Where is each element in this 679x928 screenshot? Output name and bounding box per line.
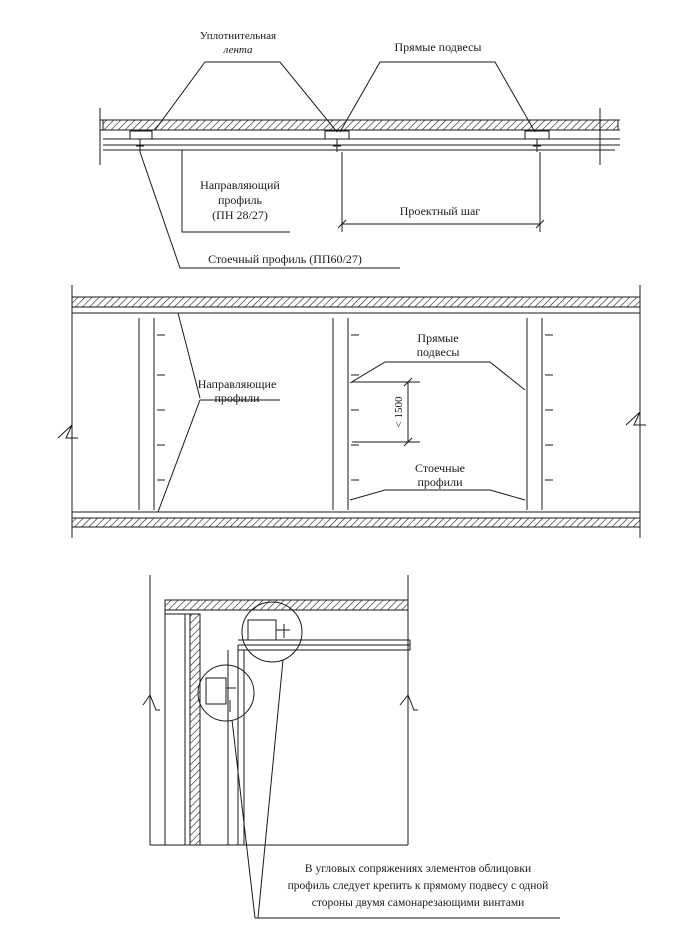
label-guide-profile-2: профиль <box>218 193 263 207</box>
hanger-2 <box>324 130 350 152</box>
dim-tick-right <box>535 219 545 229</box>
leader-direct-hangers-middle <box>349 361 526 391</box>
leader-stud-profiles <box>349 489 526 501</box>
label-sealing-tape-1: Уплотнительная <box>200 30 276 42</box>
leader-note-top <box>257 659 284 919</box>
break-mark-corner-right <box>399 694 418 711</box>
corner-hanger-left <box>205 677 227 705</box>
label-spacing: < 1500 <box>393 396 405 427</box>
corner-left-wall <box>189 613 201 846</box>
note-line-2: профиль следует крепить к прямому подвес… <box>288 880 549 892</box>
stud-1 <box>138 318 165 510</box>
label-guide-profile-1: Направляющий <box>200 178 280 192</box>
middle-top-wall <box>71 296 641 308</box>
middle-bottom-wall <box>71 517 641 528</box>
leader-guide-profiles-top <box>177 312 201 399</box>
label-stud-profiles-2: профили <box>417 475 463 489</box>
break-mark-right <box>625 411 646 426</box>
label-stud-profile: Стоечный профиль (ПП60/27) <box>208 252 362 266</box>
top-wall-hatch <box>102 119 619 131</box>
middle-section <box>57 285 646 538</box>
hanger-3 <box>524 130 550 152</box>
label-guide-profiles-2: профили <box>214 391 260 405</box>
stud-3 <box>526 318 553 510</box>
label-direct-hangers-middle-1: Прямые <box>417 331 458 345</box>
detail-circle-left <box>197 664 255 722</box>
top-section <box>99 61 620 269</box>
detail-circle-top <box>241 601 303 663</box>
leader-note-left <box>231 719 256 919</box>
corner-hanger-top <box>247 619 277 641</box>
dim-tick-bottom <box>403 437 413 447</box>
break-mark-corner-left <box>142 693 160 711</box>
leader-guide-profile <box>181 150 290 233</box>
stud-2 <box>332 318 359 510</box>
dim-tick-top <box>403 377 413 387</box>
hanger-1 <box>129 130 153 152</box>
dim-tick-left <box>337 219 347 229</box>
label-direct-hangers-middle-2: подвесы <box>417 345 460 359</box>
label-sealing-tape-2: лента <box>223 44 253 56</box>
corner-top-wall <box>164 599 409 611</box>
label-guide-profile-3: (ПН 28/27) <box>212 208 268 222</box>
leader-direct-hangers <box>339 61 536 133</box>
label-design-step: Проектный шаг <box>400 204 481 218</box>
bottom-section <box>142 575 560 919</box>
break-mark-left <box>57 424 78 439</box>
leader-guide-profiles-bottom <box>157 399 201 513</box>
label-stud-profiles-1: Стоечные <box>415 461 465 475</box>
note-line-3: стороны двумя самонарезающими винтами <box>312 897 525 909</box>
label-guide-profiles-1: Направляющие <box>198 377 277 391</box>
leader-stud-profile <box>139 151 400 269</box>
label-direct-hangers: Прямые подвесы <box>395 40 482 54</box>
leader-sealing-tape <box>154 61 338 133</box>
note-line-1: В угловых сопряжениях элементов облицовк… <box>305 863 531 875</box>
